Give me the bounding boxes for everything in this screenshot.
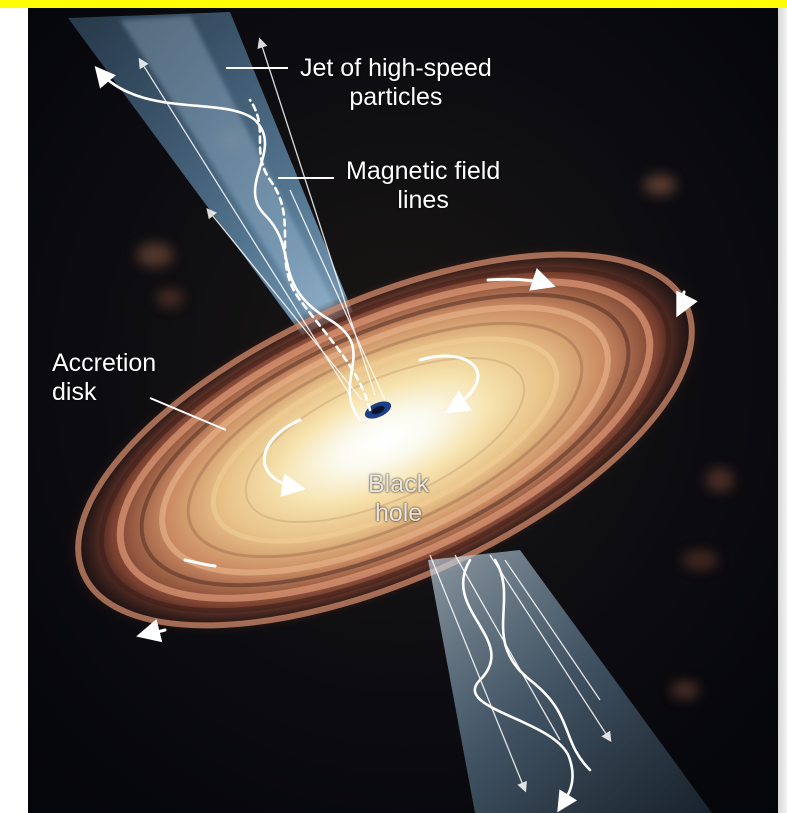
label-jet-line1: Jet of high-speed <box>300 54 492 82</box>
rotation-arrows <box>136 267 698 643</box>
label-black-hole-line1: Black <box>368 470 430 498</box>
top-highlight-bar <box>0 0 787 8</box>
label-leader-lines <box>149 67 334 431</box>
right-edge-shadow <box>778 8 787 813</box>
label-black-hole-line2: hole <box>374 499 423 527</box>
label-magnetic-line1: Magnetic field <box>346 157 501 185</box>
lower-jet <box>428 550 712 813</box>
field-guide-lines-upper <box>138 37 386 401</box>
magnetic-field-lines-lower <box>462 558 592 813</box>
label-accretion-line2: disk <box>52 378 97 406</box>
label-accretion-disk: Accretion disk <box>52 349 156 407</box>
label-magnetic-line2: lines <box>397 186 449 214</box>
magnetic-field-lines-upper <box>94 66 372 422</box>
field-guide-lines-lower <box>429 554 612 793</box>
label-accretion-line1: Accretion <box>52 349 157 377</box>
label-magnetic-field: Magnetic field lines <box>346 157 500 215</box>
label-black-hole: Black hole <box>368 470 429 528</box>
label-jet: Jet of high-speed particles <box>300 54 492 112</box>
label-jet-line2: particles <box>349 83 443 111</box>
